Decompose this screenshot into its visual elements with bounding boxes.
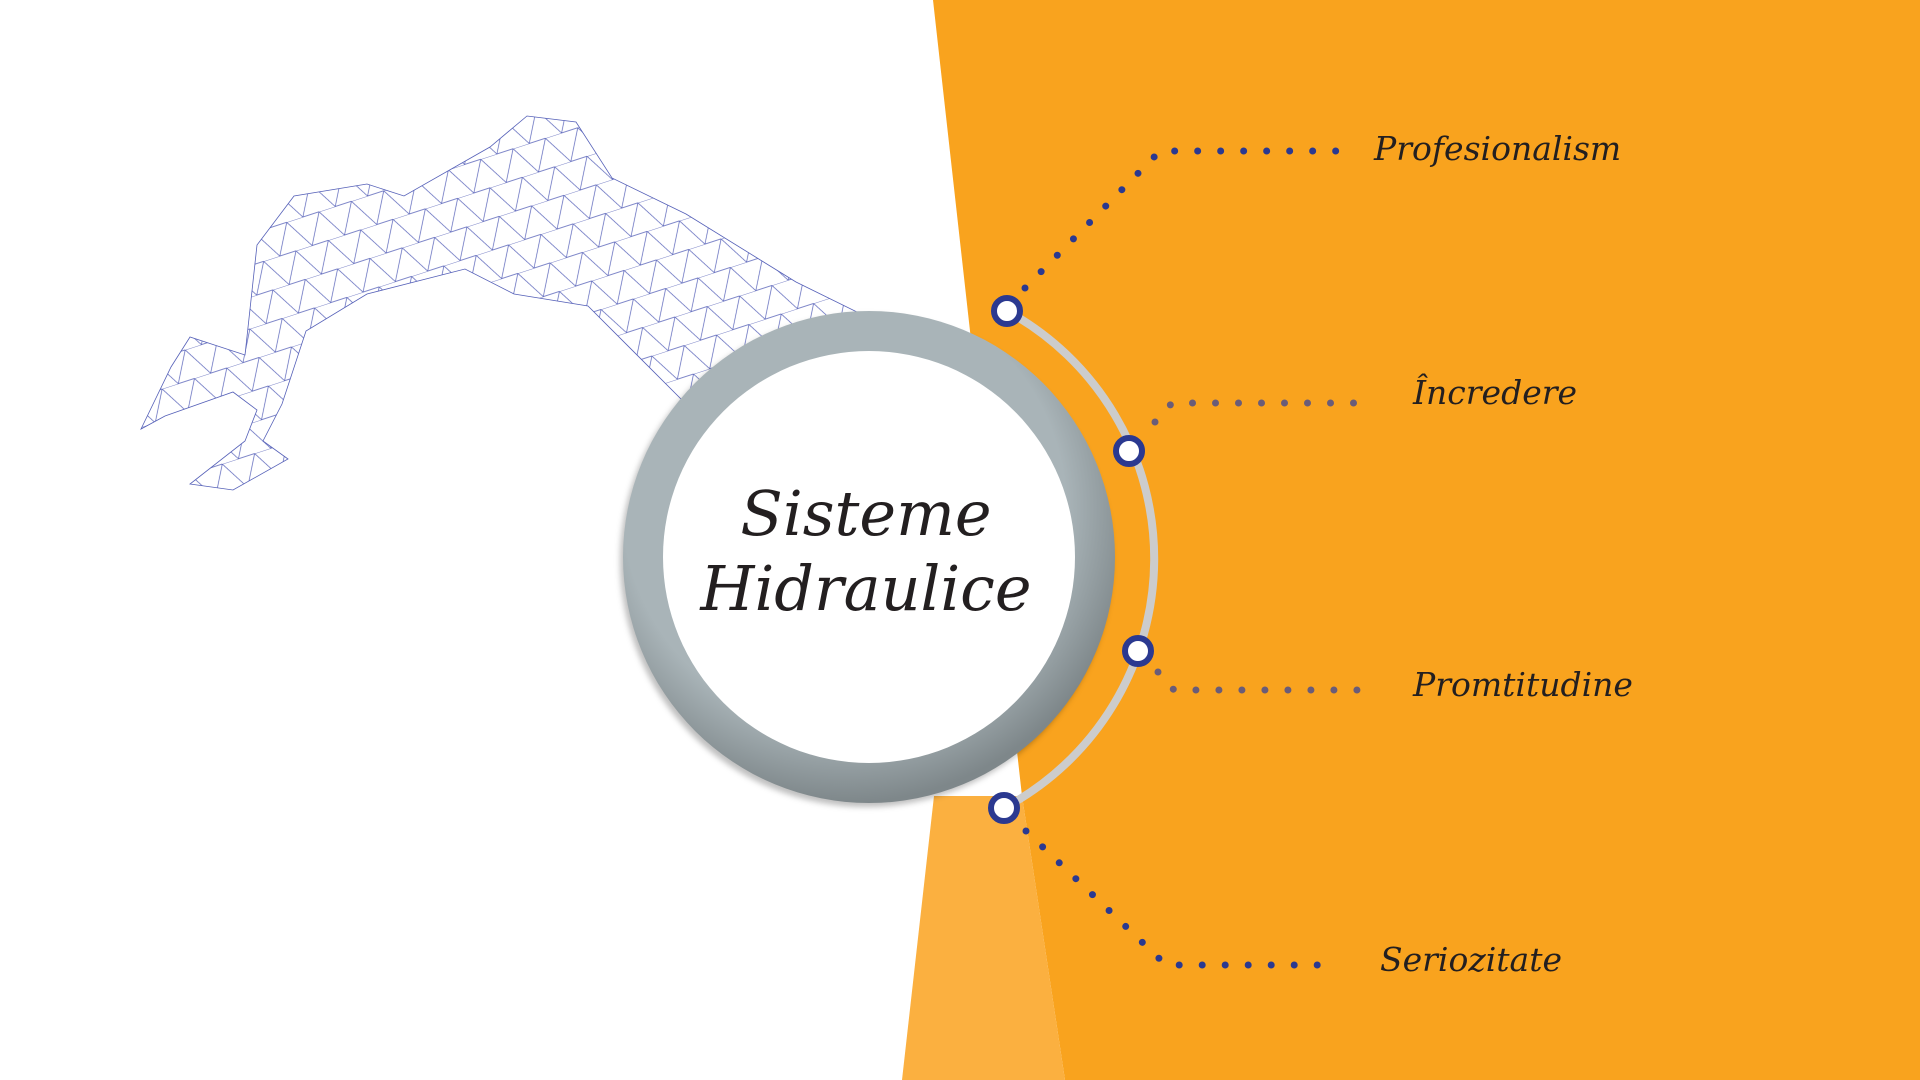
center-disc [663, 351, 1075, 763]
node-incredere [1113, 435, 1145, 467]
dotted-connectors [1021, 147, 1372, 969]
connector-promtitudine [1154, 668, 1372, 694]
label-incredere: Încredere [1412, 372, 1577, 412]
center-title-line2: Hidraulice [699, 552, 1031, 625]
arc-nodes [988, 295, 1154, 824]
orange-background [933, 0, 1920, 1080]
node-profesionalism [991, 295, 1023, 327]
connector-arc [1002, 307, 1159, 812]
connector-incredere [1151, 399, 1372, 426]
orange-light-wedge [902, 796, 1065, 1080]
label-promtitudine: Promtitudine [1412, 665, 1633, 704]
label-profesionalism: Profesionalism [1373, 129, 1621, 168]
center-title-line1: Sisteme [740, 477, 991, 550]
node-promtitudine [1122, 635, 1154, 667]
label-seriozitate: Seriozitate [1380, 940, 1562, 979]
node-seriozitate [988, 792, 1020, 824]
